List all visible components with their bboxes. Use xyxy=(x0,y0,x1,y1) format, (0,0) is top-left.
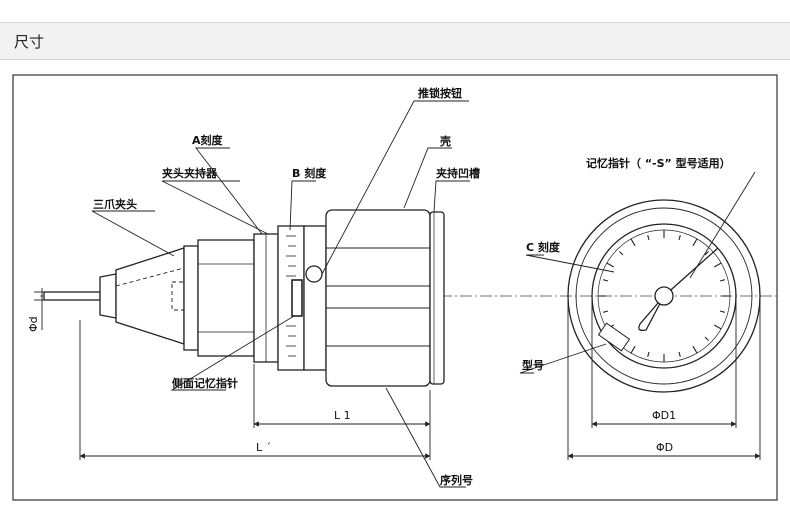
chuck-tip xyxy=(99,273,117,319)
dial-tick xyxy=(647,351,650,358)
dim-d1: ΦD1 xyxy=(652,409,676,422)
dial-tick xyxy=(713,324,722,330)
dial-tick xyxy=(630,345,636,354)
dial-tick xyxy=(647,234,650,241)
label-model-no: 型号 xyxy=(522,358,544,372)
dim-l1: L 1 xyxy=(334,409,351,422)
chuck-holder xyxy=(183,245,199,351)
side-memory-pointer xyxy=(291,279,303,317)
dial-tick xyxy=(704,251,709,256)
label-scale-c: C 刻度 xyxy=(526,240,561,254)
dial-tick xyxy=(692,345,698,354)
dial-tick xyxy=(678,234,681,241)
section-header: 尺寸 xyxy=(0,22,790,60)
dial-tick xyxy=(713,262,722,268)
dimension-lines xyxy=(34,288,761,460)
dial-tick xyxy=(719,310,726,313)
shaft xyxy=(43,291,101,301)
model-plate xyxy=(597,322,631,352)
push-lock-button xyxy=(305,265,323,283)
label-scale-a: A刻度 xyxy=(192,133,224,147)
dial-tick xyxy=(602,310,609,313)
drawing-frame xyxy=(12,74,778,501)
label-memory-pointer: 记忆指针（ “-S” 型号适用） xyxy=(586,156,731,170)
dial-ticks xyxy=(598,230,730,362)
label-three-jaw-chuck: 三爪夹头 xyxy=(93,197,137,211)
dial-pointer xyxy=(638,247,719,332)
section-title: 尺寸 xyxy=(14,33,45,51)
label-shell: 壳 xyxy=(439,134,451,148)
dim-D: ΦD xyxy=(656,441,673,454)
dim-l-prime: L ´ xyxy=(256,441,271,454)
dial-tick xyxy=(602,279,609,282)
dial-tick xyxy=(692,238,698,247)
dial-tick xyxy=(678,351,681,358)
dial-tick xyxy=(619,251,624,256)
label-push-lock-button: 推锁按钮 xyxy=(418,86,462,100)
label-chuck-holder: 夹头夹持器 xyxy=(162,166,218,180)
dim-d: Φd xyxy=(27,316,40,332)
label-chuck-groove: 夹持凹槽 xyxy=(436,166,480,180)
side-view xyxy=(43,209,445,387)
label-side-memory-pointer: 侧面记忆指针 xyxy=(172,376,238,390)
dial-tick xyxy=(630,238,636,247)
three-jaw-chuck xyxy=(115,247,185,345)
dial-face xyxy=(591,223,737,369)
leader-lines xyxy=(91,100,756,488)
body-neck xyxy=(303,225,327,371)
scale-b-ticks xyxy=(286,235,296,357)
label-serial-no: 序列号 xyxy=(440,473,473,487)
label-scale-b: B 刻度 xyxy=(292,166,327,180)
dial-tick xyxy=(719,279,726,282)
dial-tick xyxy=(606,262,615,268)
dial-tick xyxy=(704,336,709,341)
chuck-groove xyxy=(429,211,445,385)
